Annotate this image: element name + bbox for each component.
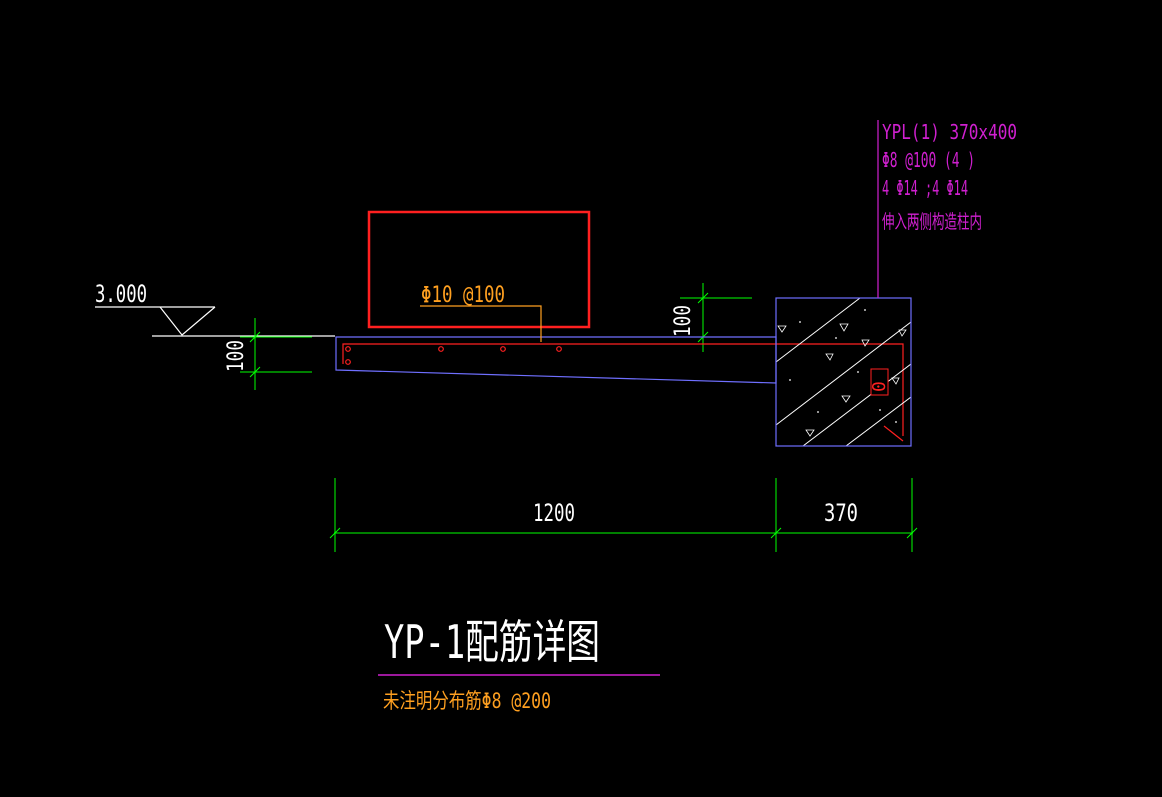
drawing-title: YP-1配筋详图	[384, 615, 600, 669]
horizontal-dim-tick	[329, 527, 341, 539]
hatch-line	[776, 321, 911, 426]
column-outline	[775, 297, 912, 447]
column-inner-marker: 0	[869, 381, 890, 392]
left-dim-tick-bottom	[249, 366, 261, 378]
column-section: 0	[775, 297, 912, 447]
left-thickness-dimension	[240, 318, 312, 390]
concrete-triangles	[777, 323, 907, 437]
beam-callout-line1: YPL(1) 370x400	[882, 120, 1017, 144]
slab-rebar	[342, 343, 904, 442]
rebar-callout-label: Φ10 @100	[421, 283, 505, 308]
horizontal-dim-tick	[770, 527, 782, 539]
beam-callout-line2: Φ8 @100 (4 )	[882, 148, 975, 172]
distribution-bar	[345, 346, 351, 352]
column-inner-marker-box	[870, 368, 889, 396]
distribution-bar	[500, 346, 506, 352]
right-dim-tick-top	[697, 292, 709, 304]
top-main-rebar	[342, 343, 904, 436]
elevation-marker: 3.000	[95, 280, 335, 337]
elevation-label: 3.000	[95, 280, 147, 308]
rebar-callout-box	[367, 210, 591, 329]
beam-callout-line3: 4 Φ14 ;4 Φ14	[882, 176, 968, 200]
distribution-bar	[345, 359, 351, 365]
rebar-hook	[883, 425, 904, 442]
horizontal-dim-tick	[906, 527, 918, 539]
column-width-label: 370	[824, 499, 858, 527]
hatch-line	[776, 298, 861, 363]
beam-callout-line4: 伸入两侧构造柱内	[882, 211, 982, 233]
rebar-leader	[420, 305, 542, 342]
concrete-dots	[789, 309, 897, 423]
horizontal-dimension-chain	[329, 478, 918, 552]
left-dim-tick-top	[249, 331, 261, 343]
right-thickness-label: 100	[671, 305, 696, 337]
cantilever-length-label: 1200	[533, 499, 575, 527]
distribution-bar	[556, 346, 562, 352]
left-thickness-label: 100	[224, 340, 249, 372]
distribution-bar	[438, 346, 444, 352]
elevation-triangle	[159, 306, 216, 336]
hatch-line	[845, 396, 911, 446]
distribution-bar-note: 未注明分布筋Φ8 @200	[383, 689, 551, 713]
